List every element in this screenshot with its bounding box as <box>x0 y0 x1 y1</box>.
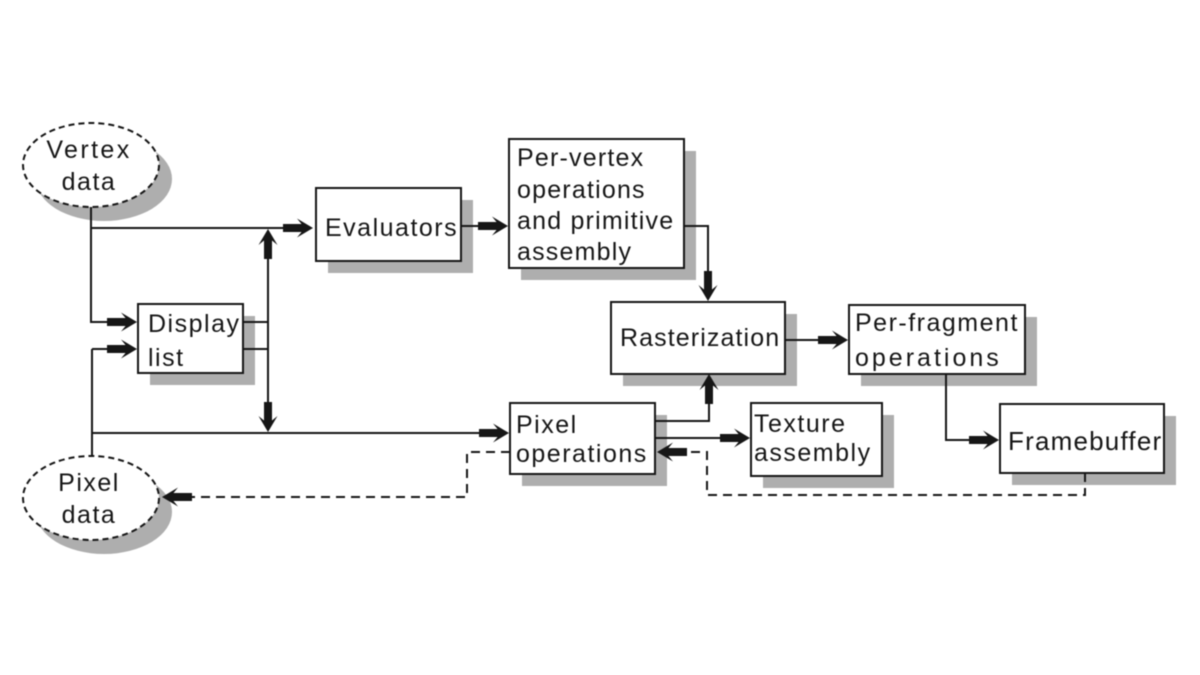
svg-text:Evaluators: Evaluators <box>325 214 458 242</box>
svg-text:data: data <box>62 168 117 196</box>
svg-text:Framebuffer: Framebuffer <box>1008 426 1162 456</box>
svg-text:and primitive: and primitive <box>517 207 674 235</box>
svg-text:data: data <box>62 501 117 529</box>
svg-text:Per-fragment: Per-fragment <box>855 309 1019 337</box>
svg-text:Pixel: Pixel <box>58 469 120 497</box>
svg-text:operations: operations <box>517 176 646 204</box>
svg-text:operations: operations <box>855 344 1002 372</box>
svg-text:operations: operations <box>516 440 648 468</box>
svg-text:Per-vertex: Per-vertex <box>517 144 644 172</box>
svg-text:Rasterization: Rasterization <box>620 324 780 352</box>
svg-text:assembly: assembly <box>754 439 872 467</box>
svg-text:Vertex: Vertex <box>46 136 131 164</box>
svg-text:Display: Display <box>148 310 240 338</box>
svg-text:Texture: Texture <box>754 410 846 438</box>
svg-text:Pixel: Pixel <box>516 411 578 439</box>
svg-text:list: list <box>148 344 185 372</box>
svg-text:assembly: assembly <box>517 238 632 266</box>
